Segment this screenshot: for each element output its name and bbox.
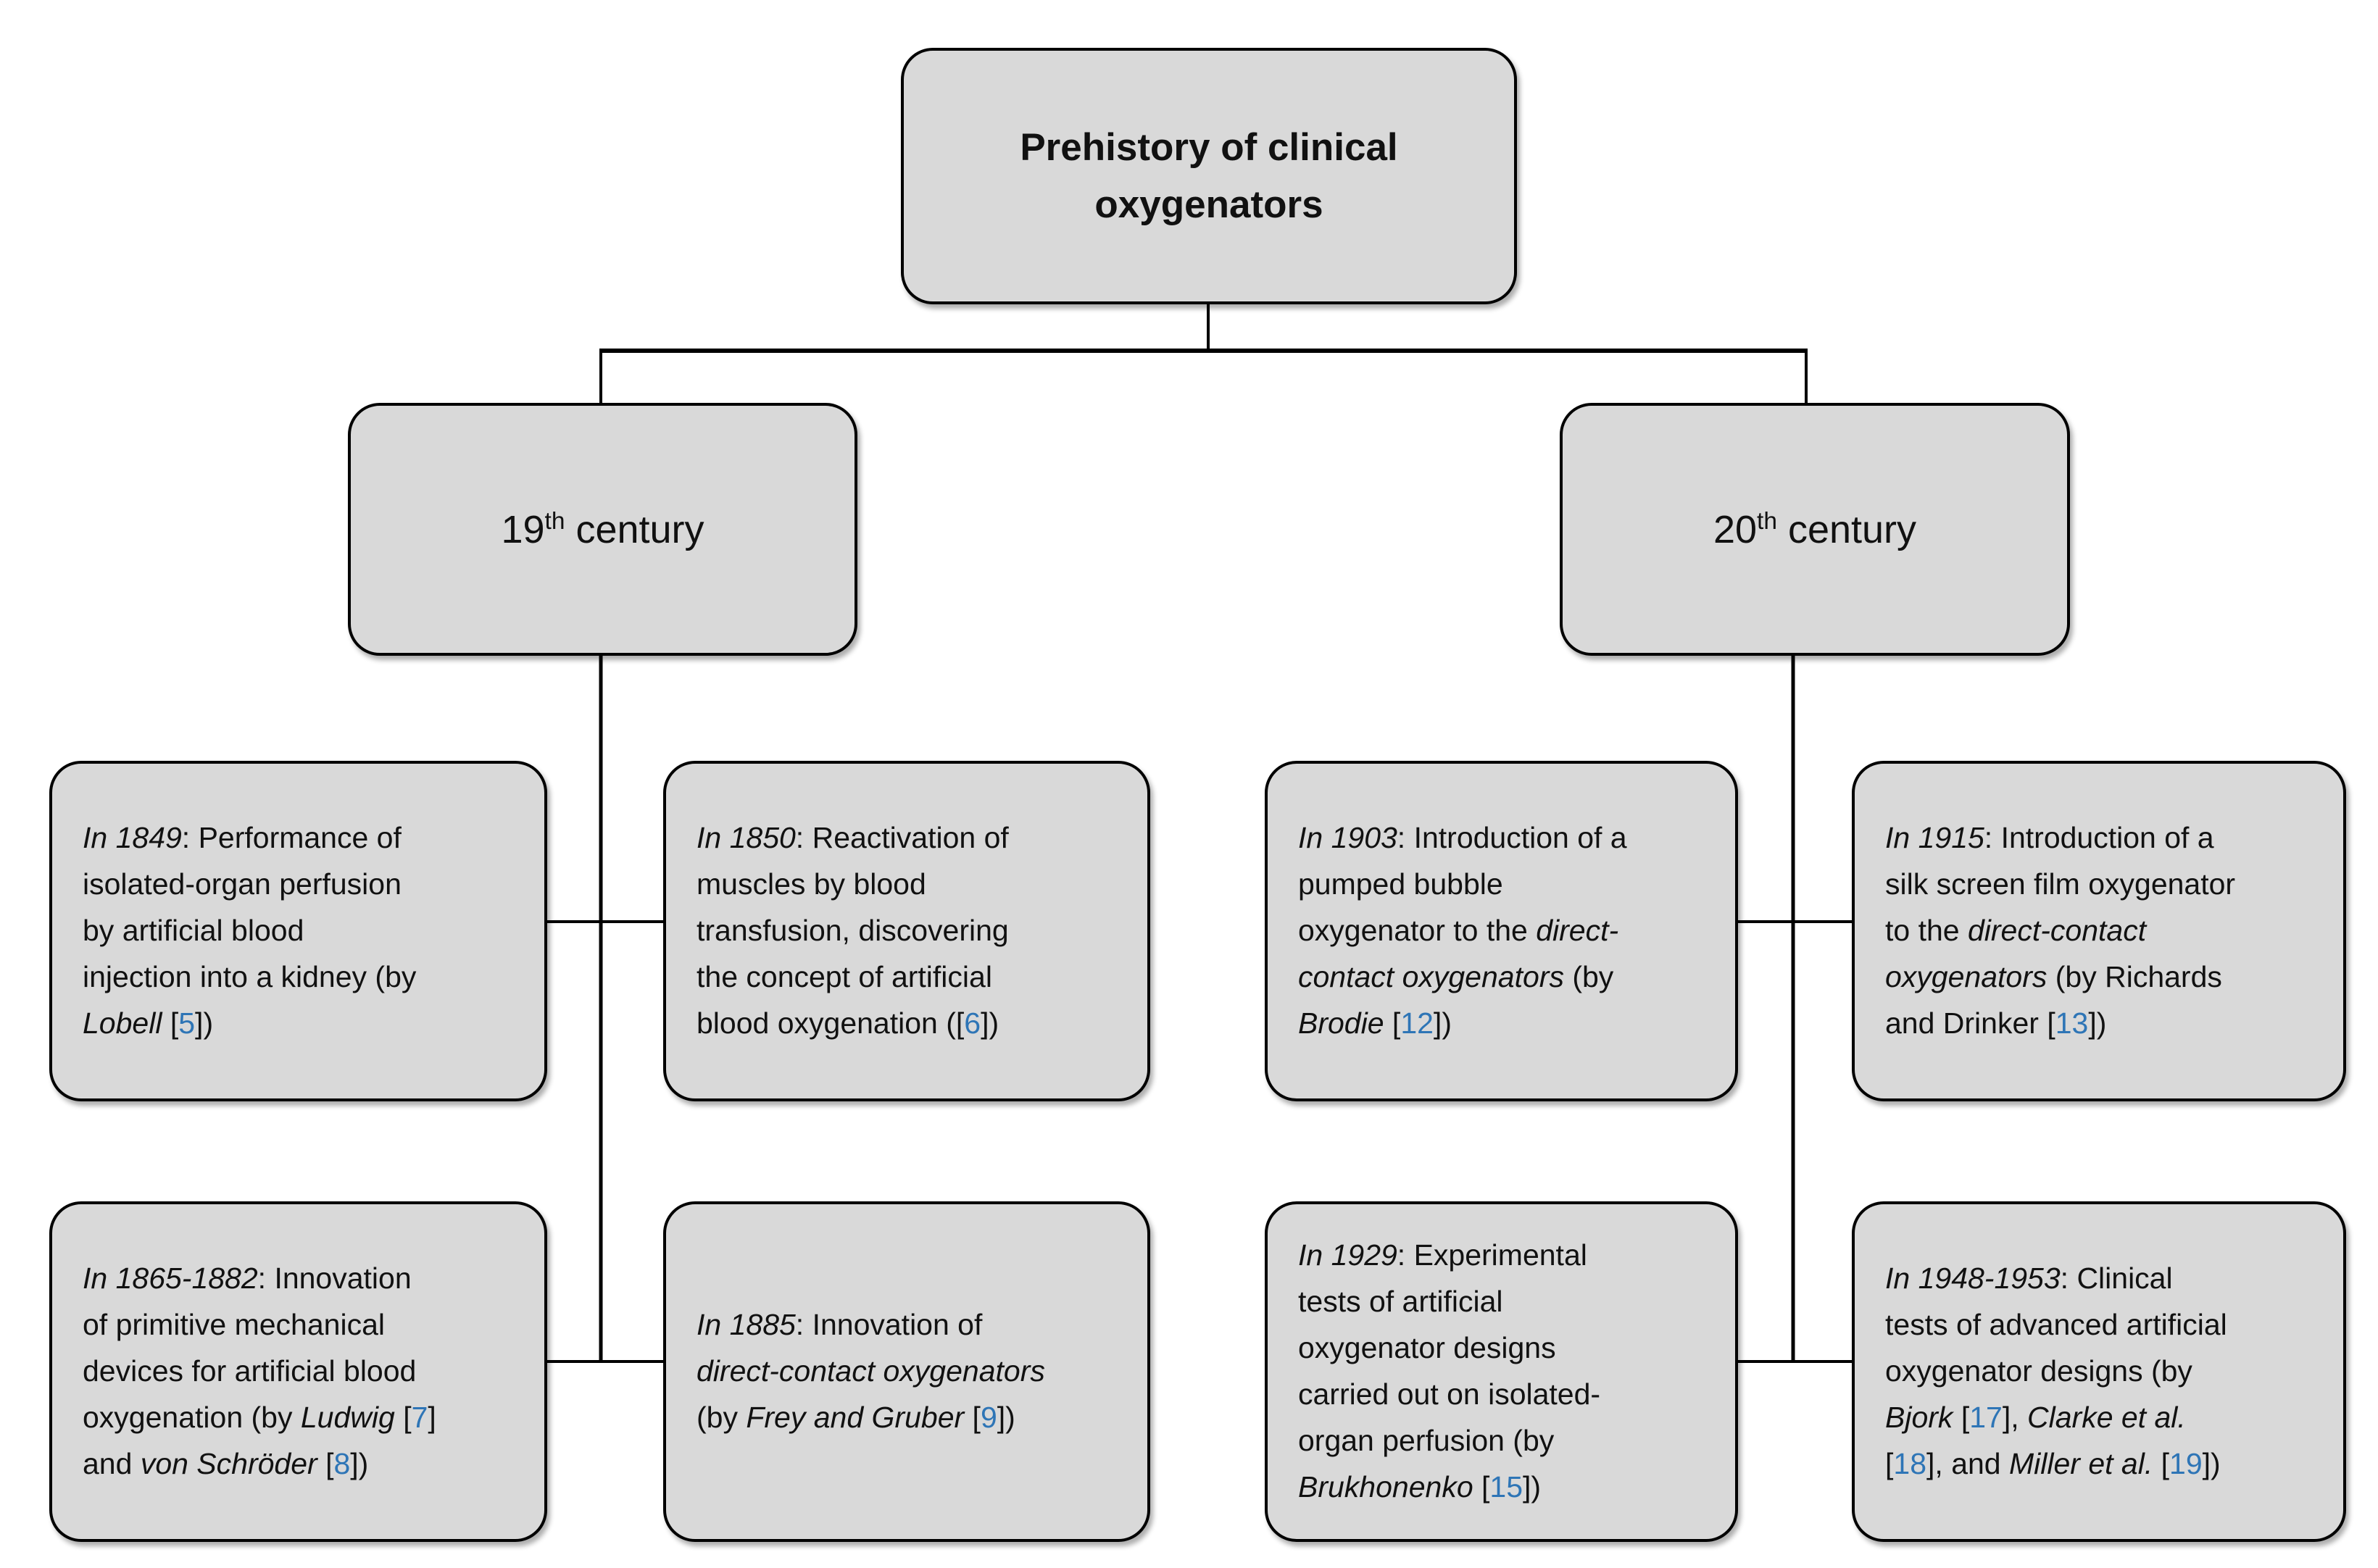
- node-event-1885: In 1885: Innovation of direct-contact ox…: [663, 1201, 1150, 1542]
- node-event-1903-text: In 1903: Introduction of a pumped bubble…: [1298, 821, 1627, 1040]
- node-event-1915-text: In 1915: Introduction of a silk screen f…: [1885, 821, 2236, 1040]
- node-event-1865-1882-text: In 1865-1882: Innovation of primitive me…: [83, 1262, 436, 1480]
- node-19th-century: 19th century: [348, 403, 857, 656]
- node-event-1865-1882: In 1865-1882: Innovation of primitive me…: [49, 1201, 547, 1542]
- node-event-1903: In 1903: Introduction of a pumped bubble…: [1265, 761, 1738, 1101]
- node-20th-century: 20th century: [1560, 403, 2070, 656]
- node-event-1850: In 1850: Reactivation of muscles by bloo…: [663, 761, 1150, 1101]
- node-event-1929-text: In 1929: Experimental tests of artificia…: [1298, 1238, 1601, 1504]
- node-event-1849-text: In 1849: Performance of isolated-organ p…: [83, 821, 417, 1040]
- node-event-1929: In 1929: Experimental tests of artificia…: [1265, 1201, 1738, 1542]
- node-event-1850-text: In 1850: Reactivation of muscles by bloo…: [697, 821, 1009, 1040]
- node-20th-century-label: 20th century: [1713, 507, 1917, 551]
- node-prehistory-title-label: Prehistory of clinical oxygenators: [1020, 125, 1398, 227]
- node-event-1948-1953: In 1948-1953: Clinical tests of advanced…: [1852, 1201, 2346, 1542]
- node-event-1915: In 1915: Introduction of a silk screen f…: [1852, 761, 2346, 1101]
- node-event-1948-1953-text: In 1948-1953: Clinical tests of advanced…: [1885, 1262, 2227, 1480]
- node-19th-century-label: 19th century: [501, 507, 704, 551]
- node-event-1849: In 1849: Performance of isolated-organ p…: [49, 761, 547, 1101]
- node-prehistory-title: Prehistory of clinical oxygenators: [901, 48, 1517, 304]
- node-event-1885-text: In 1885: Innovation of direct-contact ox…: [697, 1308, 1045, 1434]
